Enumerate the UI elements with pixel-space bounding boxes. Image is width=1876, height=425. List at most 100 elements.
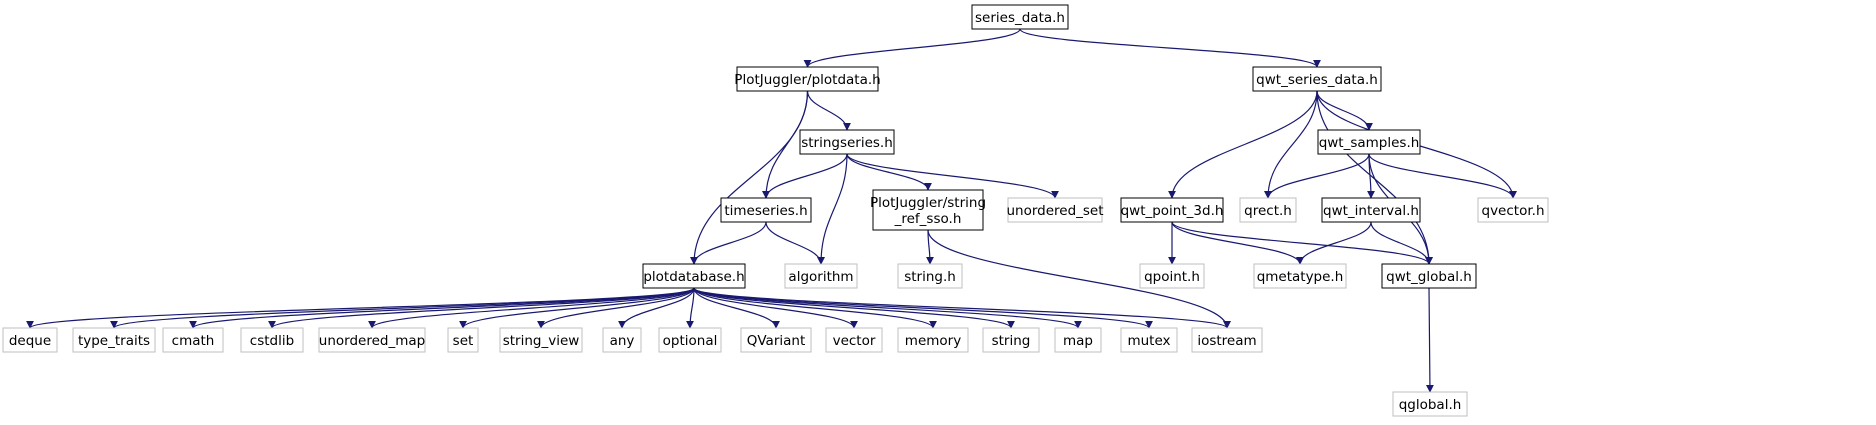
edge-group bbox=[1368, 153, 1517, 199]
edge-plotdata-to-stringseries bbox=[806, 90, 851, 131]
node-label: deque bbox=[9, 333, 51, 349]
edge-timeseries-to-algorithm bbox=[765, 221, 825, 265]
node-string_h: string.h bbox=[897, 263, 963, 289]
node-string_ref_sso[interactable]: PlotJuggler/string_ref_sso.h bbox=[870, 189, 986, 231]
node-qrect: qrect.h bbox=[1239, 197, 1297, 223]
node-box bbox=[1321, 197, 1421, 223]
node-qwt_interval[interactable]: qwt_interval.h bbox=[1321, 197, 1421, 223]
node-box bbox=[499, 327, 583, 353]
node-box bbox=[1252, 66, 1382, 92]
edge-qwt_samples-to-qvector bbox=[1368, 153, 1517, 199]
node-type_traits: type_traits bbox=[72, 327, 156, 353]
node-box bbox=[2, 327, 58, 353]
edge-plotdatabase-to-deque bbox=[26, 287, 695, 329]
edge-plotdatabase-to-vector bbox=[693, 287, 858, 329]
node-qwt_global[interactable]: qwt_global.h bbox=[1381, 263, 1477, 289]
edge-group bbox=[803, 28, 1021, 68]
edge-group bbox=[1168, 90, 1318, 199]
node-label: qwt_samples.h bbox=[1319, 135, 1420, 151]
node-cmath: cmath bbox=[162, 327, 224, 353]
edge-plotdata-to-timeseries bbox=[762, 90, 809, 199]
edge-plotdatabase-to-qvariant bbox=[693, 287, 780, 329]
node-label: cstdlib bbox=[250, 333, 294, 349]
node-label: qpoint.h bbox=[1144, 269, 1200, 285]
node-label: qwt_series_data.h bbox=[1256, 72, 1378, 88]
edge-group bbox=[693, 287, 1082, 329]
edge-group bbox=[618, 287, 695, 329]
node-vector: vector bbox=[825, 327, 883, 353]
node-series_data[interactable]: series_data.h bbox=[971, 4, 1069, 30]
node-timeseries[interactable]: timeseries.h bbox=[720, 197, 812, 223]
edge-plotdatabase-to-any bbox=[618, 287, 695, 329]
node-box bbox=[897, 327, 969, 353]
node-qwt_samples[interactable]: qwt_samples.h bbox=[1317, 129, 1421, 155]
edge-group bbox=[459, 287, 695, 329]
node-box bbox=[825, 327, 883, 353]
node-label: timeseries.h bbox=[724, 203, 807, 219]
node-box bbox=[1120, 197, 1224, 223]
node-label: cmath bbox=[172, 333, 215, 349]
edge-group bbox=[1316, 90, 1373, 131]
node-label: mutex bbox=[1127, 333, 1170, 349]
edge-group bbox=[693, 287, 1231, 329]
node-label: qwt_point_3d.h bbox=[1121, 203, 1224, 219]
edge-qwt_point_3d-to-qmetatype bbox=[1171, 221, 1304, 265]
edge-group bbox=[1296, 221, 1372, 265]
node-label: qrect.h bbox=[1244, 203, 1292, 219]
node-deque: deque bbox=[2, 327, 58, 353]
node-box bbox=[720, 197, 812, 223]
node-label: qglobal.h bbox=[1399, 397, 1462, 413]
edge-plotdatabase-to-cstdlib bbox=[268, 287, 695, 329]
node-qmetatype: qmetatype.h bbox=[1253, 263, 1347, 289]
edge-group bbox=[806, 90, 851, 131]
node-label: QVariant bbox=[747, 333, 806, 349]
node-stringseries[interactable]: stringseries.h bbox=[799, 129, 895, 155]
node-plotdatabase[interactable]: plotdatabase.h bbox=[642, 263, 746, 289]
edge-group bbox=[268, 287, 695, 329]
dependency-edges bbox=[26, 28, 1517, 393]
node-string_view: string_view bbox=[499, 327, 583, 353]
node-label: unordered_map bbox=[319, 333, 425, 349]
edge-timeseries-to-plotdatabase bbox=[690, 221, 767, 265]
node-box bbox=[1120, 327, 1178, 353]
node-optional: optional bbox=[658, 327, 722, 353]
edge-group bbox=[846, 153, 932, 191]
node-box bbox=[658, 327, 722, 353]
node-box bbox=[740, 327, 812, 353]
edge-plotdatabase-to-type_traits bbox=[110, 287, 695, 329]
node-label: qwt_global.h bbox=[1386, 269, 1472, 285]
node-label: stringseries.h bbox=[801, 135, 893, 151]
node-label: map bbox=[1063, 333, 1093, 349]
edge-stringseries-to-unordered_set bbox=[846, 153, 1059, 199]
node-qpoint: qpoint.h bbox=[1139, 263, 1205, 289]
node-qvariant: QVariant bbox=[740, 327, 812, 353]
node-qwt_series_data[interactable]: qwt_series_data.h bbox=[1252, 66, 1382, 92]
node-label: set bbox=[453, 333, 474, 349]
edge-group bbox=[693, 287, 937, 329]
node-label: qvector.h bbox=[1482, 203, 1545, 219]
node-plotdata[interactable]: PlotJuggler/plotdata.h bbox=[734, 66, 881, 92]
edge-group bbox=[762, 90, 809, 199]
node-set: set bbox=[447, 327, 479, 353]
node-qwt_point_3d[interactable]: qwt_point_3d.h bbox=[1120, 197, 1224, 223]
edge-group bbox=[693, 287, 858, 329]
node-box bbox=[872, 189, 984, 231]
node-label: series_data.h bbox=[975, 10, 1065, 26]
edge-plotdatabase-to-unordered_map bbox=[368, 287, 695, 329]
edge-group bbox=[765, 221, 825, 265]
edge-group bbox=[189, 287, 695, 329]
edge-series_data-to-qwt_series_data bbox=[1019, 28, 1321, 68]
node-memory: memory bbox=[897, 327, 969, 353]
edge-qwt_series_data-to-qwt_point_3d bbox=[1168, 90, 1318, 199]
node-qglobal: qglobal.h bbox=[1392, 391, 1468, 417]
edge-stringseries-to-string_ref_sso bbox=[846, 153, 932, 191]
node-box bbox=[982, 327, 1040, 353]
node-label: plotdatabase.h bbox=[643, 269, 744, 285]
edge-plotdatabase-to-string_view bbox=[537, 287, 695, 329]
node-box bbox=[784, 263, 858, 289]
node-label: qwt_interval.h bbox=[1323, 203, 1419, 219]
edge-string_ref_sso-to-iostream bbox=[927, 229, 1231, 329]
node-box bbox=[318, 327, 426, 353]
node-qvector: qvector.h bbox=[1477, 197, 1549, 223]
edge-qwt_series_data-to-qrect bbox=[1264, 90, 1318, 199]
